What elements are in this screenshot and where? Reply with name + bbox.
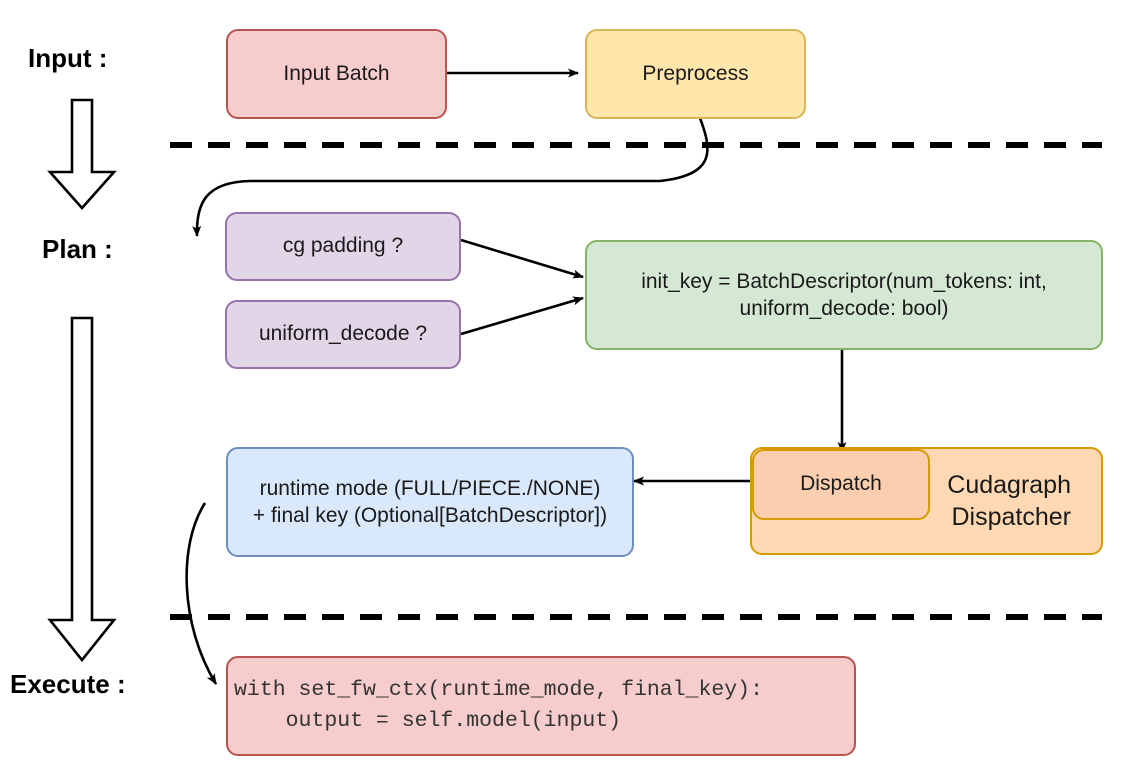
edge-uniformdecode-to-initkey: [460, 296, 584, 336]
node-input-batch-label: Input Batch: [283, 61, 390, 85]
node-input-batch[interactable]: Input Batch: [226, 29, 447, 119]
node-cudagraph-dispatcher-line1: Cudagraph: [947, 470, 1071, 499]
stage-label-input: Input :: [28, 43, 108, 73]
node-runtime-mode-line1: runtime mode (FULL/PIECE./NONE): [259, 476, 601, 500]
edge-preprocess-to-cgpadding: [192, 117, 709, 237]
node-dispatch[interactable]: Dispatch: [752, 449, 930, 520]
node-init-key[interactable]: init_key = BatchDescriptor(num_tokens: i…: [585, 240, 1103, 350]
node-cg-padding-label: cg padding ?: [282, 234, 404, 258]
node-cudagraph-dispatcher-line2: Dispatcher: [951, 503, 1072, 531]
stage-arrow-plan-to-execute: [47, 316, 117, 663]
node-execute-code-line2: output = self.model(input): [234, 709, 622, 733]
edge-cgpadding-to-initkey: [460, 238, 584, 279]
node-dispatch-label: Dispatch: [800, 472, 882, 496]
node-cg-padding[interactable]: cg padding ?: [225, 212, 461, 281]
node-execute-code-line1: with set_fw_ctx(runtime_mode, final_key)…: [234, 677, 763, 702]
node-preprocess-label: Preprocess: [642, 61, 749, 85]
node-preprocess[interactable]: Preprocess: [585, 29, 806, 119]
node-execute-code[interactable]: with set_fw_ctx(runtime_mode, final_key)…: [226, 656, 856, 756]
stage-arrow-input-to-plan: [47, 98, 117, 210]
stage-label-execute: Execute :: [10, 669, 126, 699]
node-init-key-line2: uniform_decode: bool): [739, 297, 949, 320]
node-init-key-line1: init_key = BatchDescriptor(num_tokens: i…: [641, 269, 1047, 293]
stage-label-plan: Plan :: [42, 234, 113, 264]
node-uniform-decode[interactable]: uniform_decode ?: [225, 300, 461, 369]
node-uniform-decode-label: uniform_decode ?: [258, 322, 428, 346]
edge-runtimemode-to-executecode: [185, 502, 218, 685]
node-runtime-mode-line2: + final key (Optional[BatchDescriptor]): [252, 504, 608, 527]
node-runtime-mode[interactable]: runtime mode (FULL/PIECE./NONE) + final …: [226, 447, 634, 557]
